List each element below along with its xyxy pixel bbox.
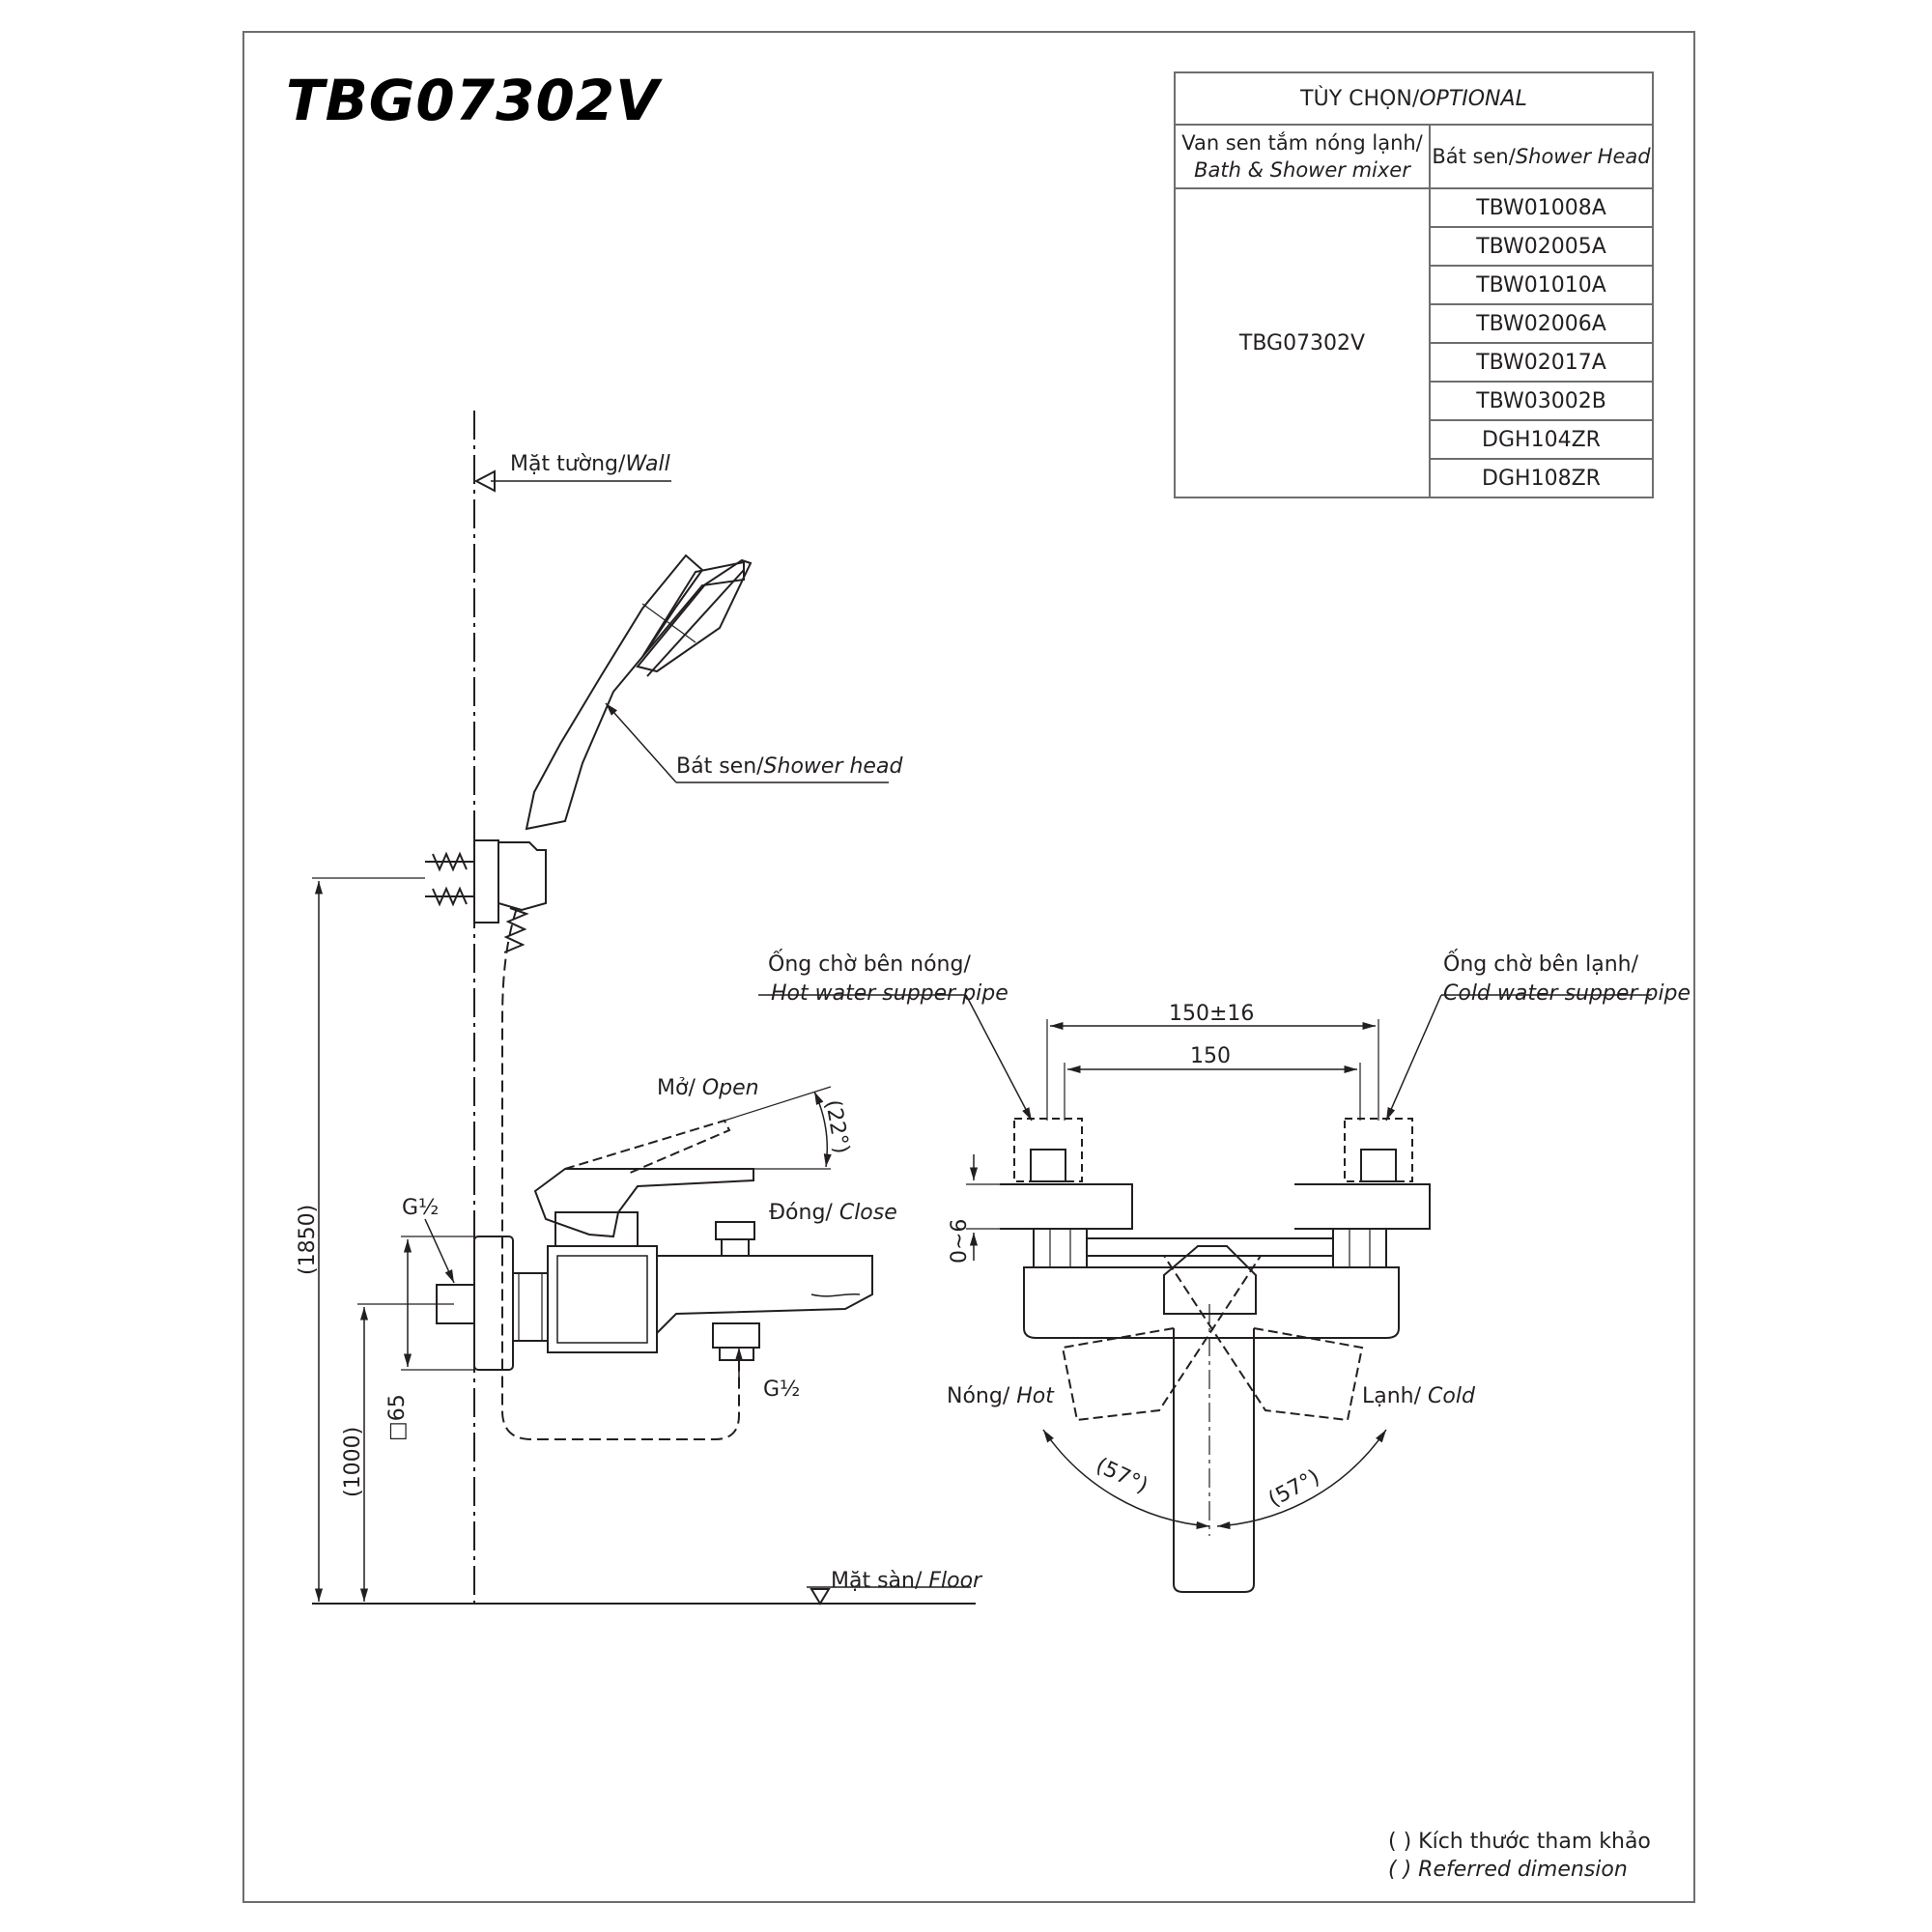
shower-head-leader <box>605 702 677 783</box>
wall-bracket-plate <box>473 839 499 923</box>
hot-flange <box>1000 1183 1133 1230</box>
dim-hot-angle <box>1042 1429 1210 1529</box>
dim-flange-label: □65 <box>385 1394 410 1441</box>
cold-flange <box>1294 1183 1431 1230</box>
shower-head-code: TBW01008A <box>1429 187 1654 228</box>
drawing-sheet-border <box>242 31 1695 1903</box>
optional-table-header: TÙY CHỌN/OPTIONAL <box>1174 71 1654 126</box>
wall-anchor-icon <box>425 851 474 872</box>
cold-union-nut <box>1332 1228 1387 1268</box>
diverter-knob <box>715 1221 755 1240</box>
open-label: Mở/ Open <box>657 1076 759 1100</box>
dim-1000-label: (1000) <box>341 1427 365 1497</box>
lever-cold-position <box>1163 1255 1364 1422</box>
g-half-top-label: G½ <box>402 1196 439 1220</box>
shower-head-code: DGH108ZR <box>1429 458 1654 498</box>
dim-1850-label: (1850) <box>296 1205 320 1275</box>
shower-head-code: TBW03002B <box>1429 381 1654 421</box>
dim-projection-label: 0~6 <box>948 1219 972 1264</box>
shower-holder <box>497 841 547 912</box>
bath-spout <box>656 1255 873 1334</box>
shower-outlet <box>712 1322 760 1349</box>
shower-head-code: TBW01010A <box>1429 265 1654 305</box>
wall-anchor-icon <box>425 886 474 907</box>
hot-pipe-leader <box>965 994 1033 1122</box>
dim-cold-angle <box>1216 1429 1387 1530</box>
floor-marker-icon <box>810 1588 831 1605</box>
hot-label: Nóng/ Hot <box>947 1384 1055 1408</box>
close-label: Đóng/ Close <box>769 1201 897 1225</box>
shower-head-label: Bát sen/Shower head <box>676 754 903 779</box>
mixer-body <box>547 1245 658 1353</box>
cold-pipe-label-vi: Ống chờ bên lạnh/ <box>1443 949 1639 977</box>
lever-front-top <box>1163 1245 1257 1315</box>
hot-pipe <box>1030 1149 1066 1182</box>
dim-spacing-label: 150 <box>1190 1044 1231 1068</box>
shower-face <box>636 558 753 673</box>
note-en: ( ) Referred dimension <box>1388 1858 1628 1882</box>
lever-handle-open <box>564 1119 731 1175</box>
shower-head-code: TBW02006A <box>1429 303 1654 344</box>
note-vi: ( ) Kích thước tham khảo <box>1388 1830 1651 1854</box>
shower-head-code: DGH104ZR <box>1429 419 1654 460</box>
dim-cold-angle-label: (57°) <box>1264 1465 1323 1512</box>
lever-hot-position <box>1061 1255 1262 1422</box>
col1-en: Bath & Shower mixer <box>1194 158 1410 182</box>
wall-label: Mặt tường/Wall <box>510 452 670 476</box>
cold-pipe-leader <box>1385 994 1442 1122</box>
mixer-body-front <box>1023 1266 1400 1339</box>
column-header-mixer: Van sen tắm nóng lạnh/Bath & Shower mixe… <box>1174 124 1431 189</box>
floor-label: Mặt sàn/ Floor <box>831 1569 983 1593</box>
col2-en: Shower Head <box>1515 145 1651 168</box>
g-half-leader <box>424 1218 455 1284</box>
column-header-shower-head: Bát sen/Shower Head <box>1429 124 1654 189</box>
dim-hot-angle-label: (57°) <box>1092 1454 1151 1498</box>
shower-head-code: TBW02005A <box>1429 226 1654 267</box>
optional-table: TÙY CHỌN/OPTIONAL Van sen tắm nóng lạnh/… <box>1174 71 1654 498</box>
dim-open-angle <box>813 1091 832 1168</box>
g-half-bottom-label: G½ <box>763 1378 800 1402</box>
mixer-model-cell: TBG07302V <box>1174 187 1431 498</box>
hose-spring <box>503 907 529 953</box>
hot-pipe-label-en: Hot water supper pipe <box>771 981 1009 1006</box>
lever-front-center <box>1173 1328 1255 1593</box>
hot-pipe-label-vi: Ống chờ bên nóng/ <box>768 949 971 977</box>
shower-handle <box>525 554 704 831</box>
wall-flange <box>473 1236 514 1371</box>
hot-union-nut <box>1033 1228 1088 1268</box>
shower-head-code: TBW02017A <box>1429 342 1654 383</box>
col1-vi: Van sen tắm nóng lạnh/ <box>1181 131 1423 155</box>
dim-open-angle-label: (22°) <box>820 1098 853 1156</box>
cold-pipe-label-en: Cold water supper pipe <box>1443 981 1690 1006</box>
shower-hose-dashed <box>501 907 740 1440</box>
dim-spacing-tolerance-label: 150±16 <box>1169 1002 1254 1026</box>
header-vi: TÙY CHỌN/ <box>1300 86 1420 111</box>
col2-vi: Bát sen/ <box>1432 145 1516 168</box>
cold-label: Lạnh/ Cold <box>1362 1384 1476 1408</box>
shower-axis <box>641 603 696 643</box>
wall-marker-icon <box>473 469 496 493</box>
header-en: OPTIONAL <box>1419 86 1527 111</box>
model-title: TBG07302V <box>286 68 661 133</box>
shower-face-line <box>646 569 745 677</box>
cold-pipe <box>1360 1149 1397 1182</box>
lever-handle-closed <box>533 1168 754 1238</box>
